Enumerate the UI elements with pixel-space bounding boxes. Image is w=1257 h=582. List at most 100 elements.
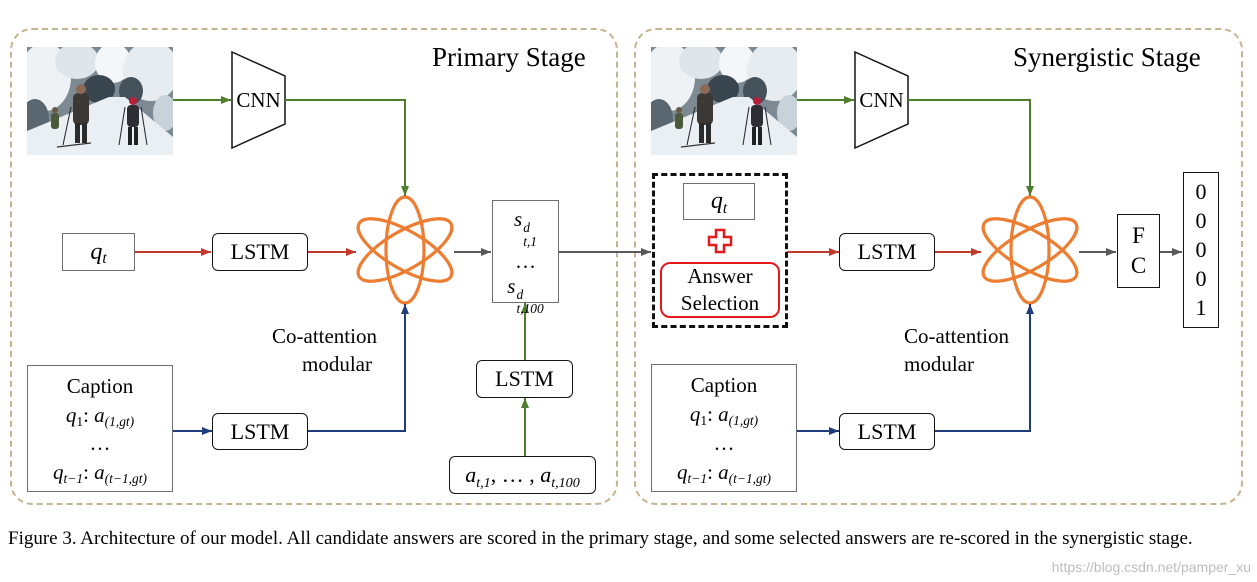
diagram-graphics-layer — [27, 47, 1182, 456]
output-value: 0 — [1195, 236, 1207, 262]
answer-first-base: a — [465, 462, 477, 487]
caption-dialog-first-line: q1: a(1,gt) — [689, 401, 759, 429]
candidate-answers-box: at,1, … , at,100 — [449, 456, 596, 494]
caption-question-symbol: q — [689, 401, 701, 426]
caption-separator: : — [83, 459, 95, 484]
caption-separator: : — [707, 401, 719, 426]
fully-connected-box: F C — [1117, 214, 1160, 288]
synergistic-stage-panel — [634, 28, 1243, 505]
caption-answer-index: (t−1,gt) — [104, 471, 147, 487]
caption-question-symbol: q — [53, 459, 64, 484]
caption-dialog-last-line: qt−1: a(t−1,gt) — [677, 459, 771, 487]
selection-group-dashed-box — [652, 173, 788, 328]
primary-caption-box: Caption q1: a(1,gt) … qt−1: a(t−1,gt) — [27, 365, 173, 492]
primary-stage-panel — [10, 28, 618, 505]
caption-answer-symbol: a — [94, 459, 105, 484]
answer-selection-box: Answer Selection — [660, 262, 780, 318]
fc-label-line2: C — [1130, 253, 1147, 278]
primary-cnn-trapezoid-icon — [231, 50, 286, 150]
primary-question-lstm-box: LSTM — [212, 233, 308, 271]
score-subscript: t,100 — [516, 300, 544, 316]
score-superscript: d — [523, 219, 530, 235]
synergistic-cnn-trapezoid-icon — [854, 50, 909, 150]
output-value: 0 — [1195, 207, 1207, 233]
synergistic-question-symbol: qt — [710, 188, 728, 217]
answer-selection-line2: Selection — [680, 291, 760, 315]
primary-question-symbol: qt — [90, 238, 107, 268]
caption-separator: : — [707, 459, 719, 484]
caption-answer-symbol: a — [718, 459, 729, 484]
synergistic-caption-box: Caption q1: a(1,gt) … qt−1: a(t−1,gt) — [651, 364, 797, 492]
coattention-label-line1: Co-attention — [904, 324, 1009, 348]
caption-answer-symbol: a — [94, 402, 105, 427]
coattention-label-line2: modular — [904, 352, 974, 376]
synergistic-selection-lstm-box: LSTM — [839, 233, 935, 271]
figure-caption: Figure 3. Architecture of our model. All… — [8, 528, 1193, 549]
score-subscript: t,1 — [523, 233, 537, 249]
synergistic-question-box: qt — [683, 183, 755, 220]
score-ellipsis: … — [515, 248, 536, 273]
question-subscript: t — [102, 250, 107, 268]
question-base: q — [90, 238, 103, 265]
caption-question-index: t−1 — [687, 471, 708, 487]
caption-answer-index: (1,gt) — [104, 413, 135, 429]
answer-last-subscript: t,100 — [551, 474, 580, 491]
synergistic-caption-lstm-box: LSTM — [839, 413, 935, 450]
synergistic-input-photo — [651, 47, 797, 155]
caption-question-index: t−1 — [63, 471, 84, 487]
arrow-primary-caption-lstm-to-atom — [308, 304, 409, 432]
answer-separator: , … , — [490, 462, 541, 487]
synergistic-coattention-atom-icon — [981, 195, 1079, 305]
primary-coattention-atom-icon — [356, 195, 454, 305]
score-base: s — [514, 207, 523, 231]
watermark: https://blog.csdn.net/pamper_xu — [1051, 559, 1251, 575]
caption-question-symbol: q — [65, 402, 77, 427]
answer-last-base: a — [540, 462, 552, 487]
caption-dialog-last-line: qt−1: a(t−1,gt) — [53, 459, 147, 487]
caption-question-symbol: q — [677, 459, 688, 484]
output-value: 0 — [1195, 266, 1207, 292]
primary-caption-lstm-box: LSTM — [212, 413, 308, 450]
answer-selection-line1: Answer — [687, 263, 753, 288]
score-base: s — [507, 274, 516, 299]
primary-input-photo — [27, 47, 173, 155]
caption-answer-index: (1,gt) — [728, 413, 759, 429]
caption-heading: Caption — [66, 374, 134, 398]
caption-question-index: 1 — [700, 413, 708, 429]
combine-plus-icon — [707, 228, 733, 254]
caption-ellipsis: … — [713, 430, 735, 455]
question-base: q — [710, 188, 723, 214]
output-vector-box: 0 0 0 0 1 — [1183, 172, 1219, 328]
primary-coattention-label: Co-attention modular — [272, 322, 377, 378]
caption-heading: Caption — [690, 373, 758, 397]
answer-first-subscript: t,1 — [476, 474, 491, 491]
candidate-answers-list: at,1, … , at,100 — [465, 462, 580, 491]
caption-dialog-first-line: q1: a(1,gt) — [65, 402, 135, 429]
caption-answer-symbol: a — [718, 401, 729, 426]
synergistic-cnn-label: CNN — [859, 88, 904, 112]
coattention-label-line1: Co-attention — [272, 324, 377, 348]
arrow-primary-cnn-to-atom — [285, 99, 409, 196]
answer-lstm-box: LSTM — [476, 360, 573, 398]
caption-separator: : — [83, 402, 95, 427]
caption-question-index: 1 — [76, 413, 84, 429]
caption-ellipsis: … — [89, 431, 111, 456]
question-subscript: t — [722, 199, 728, 217]
score-superscript: d — [516, 286, 524, 302]
primary-question-box: qt — [62, 233, 135, 271]
caption-answer-index: (t−1,gt) — [728, 471, 771, 487]
output-value: 0 — [1195, 178, 1207, 204]
fc-label-line1: F — [1132, 223, 1145, 249]
arrow-synergistic-caption-lstm-to-atom — [935, 304, 1034, 432]
synergistic-coattention-label: Co-attention modular — [904, 322, 1009, 378]
primary-stage-title: Primary Stage — [432, 42, 586, 72]
primary-cnn-label: CNN — [236, 88, 281, 112]
synergistic-stage-title: Synergistic Stage — [1013, 42, 1201, 72]
output-value: 1 — [1195, 295, 1207, 321]
